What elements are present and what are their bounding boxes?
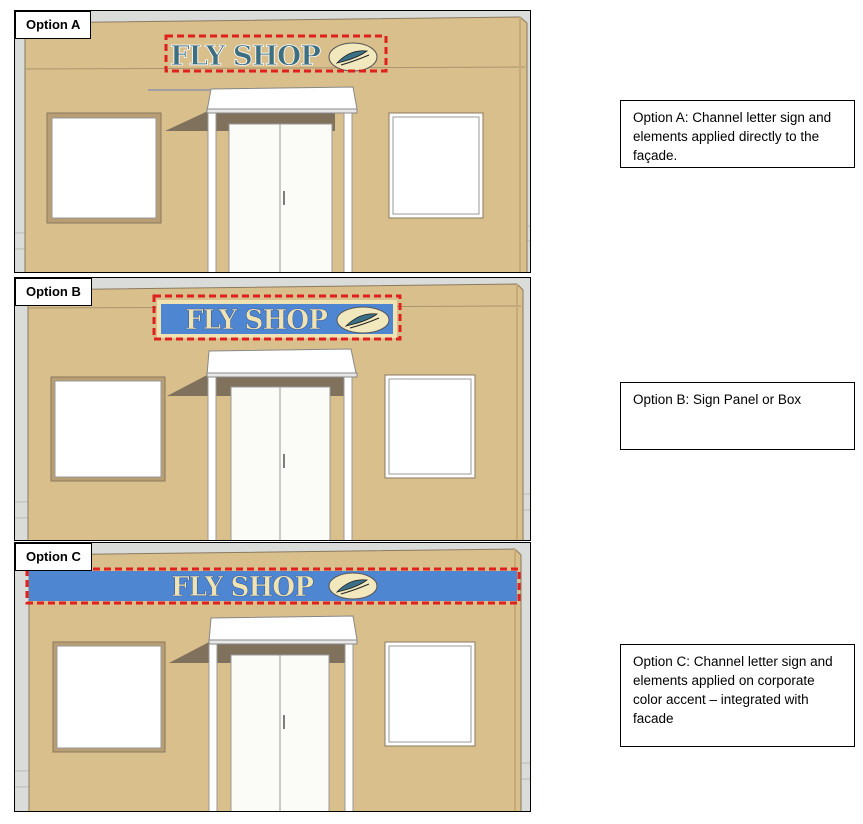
option-b-sign: FLY SHOP — [152, 294, 402, 341]
option-a-sign: FLY SHOP — [164, 34, 388, 73]
option-c-sign: FLY SHOP — [25, 567, 521, 605]
option-b-panel: FLY SHOP Option B — [14, 277, 531, 541]
sign-lettering: FLY SHOP — [171, 572, 314, 603]
option-a-description: Option A: Channel letter sign and elemen… — [620, 100, 855, 168]
highlight-box — [152, 294, 402, 341]
option-b-description: Option B: Sign Panel or Box — [620, 382, 855, 450]
option-a-panel: FLY SHOP Option A — [14, 10, 531, 273]
option-c-storefront-drawing: FLY SHOP — [15, 543, 530, 811]
sign-lettering: FLY SHOP — [170, 41, 321, 72]
corporate-color-band — [29, 571, 517, 601]
highlight-box — [164, 34, 388, 73]
option-label: Option C — [15, 543, 92, 571]
option-c-description: Option C: Channel letter sign and elemen… — [620, 644, 855, 747]
option-c-panel: FLY SHOP Option C — [14, 542, 531, 812]
option-b-storefront-drawing: FLY SHOP — [15, 278, 530, 540]
sign-lettering: FLY SHOP — [185, 305, 328, 336]
option-a-storefront-drawing: FLY SHOP — [15, 11, 530, 272]
highlight-box — [25, 567, 521, 605]
option-label: Option B — [15, 278, 92, 306]
option-label: Option A — [15, 11, 92, 39]
